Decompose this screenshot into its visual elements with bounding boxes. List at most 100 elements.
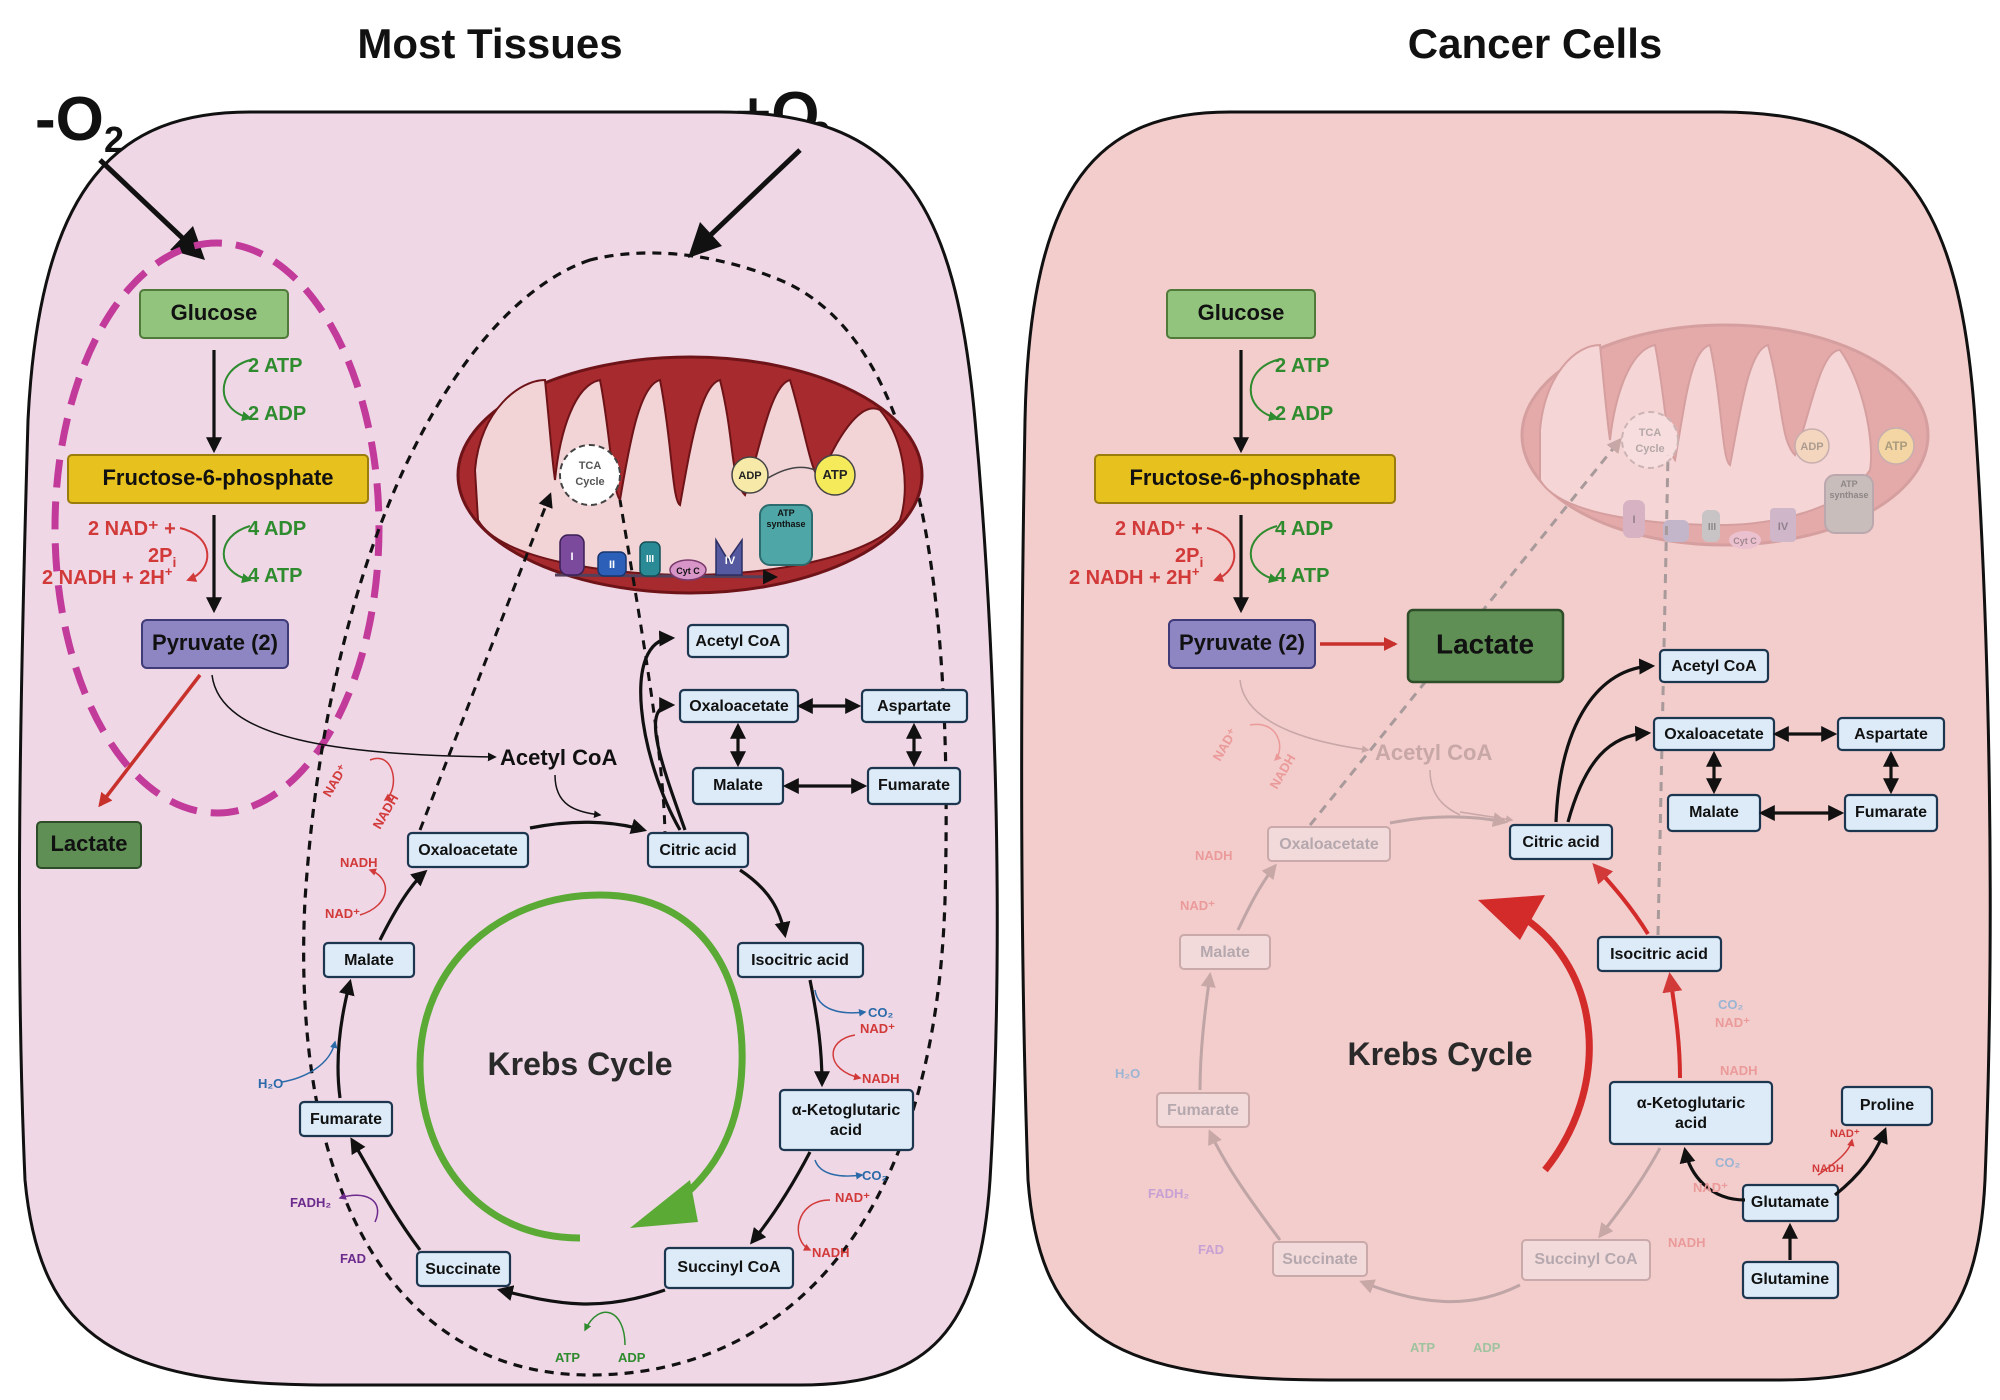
atp-in-label: 2 ATP: [248, 355, 302, 377]
svg-text:Glutamine: Glutamine: [1751, 1271, 1829, 1288]
cancer-f6p-box: Fructose-6-phosphate: [1094, 454, 1396, 504]
svg-text:synthase: synthase: [1829, 490, 1868, 500]
acetyl-coa-top-box: Acetyl CoA: [686, 623, 790, 659]
atp-out-label: 4 ATP: [248, 565, 302, 587]
succinate-to-fumarate-arrow: [350, 1137, 422, 1251]
cancer-lactate-box: Lactate: [1406, 608, 1565, 684]
cancer-nad-akg-label: NAD⁺: [1693, 1180, 1728, 1195]
svg-text:Citric acid: Citric acid: [1522, 834, 1599, 851]
cancer-nadh-malate-label: NADH: [1195, 848, 1233, 863]
plus-oxygen-arrow: [698, 148, 802, 247]
svg-text:II: II: [609, 559, 615, 571]
cancer-nad-label: 2 NAD⁺ +: [1115, 518, 1203, 540]
cancer-citric-acid-box: Citric acid: [1508, 823, 1614, 861]
svg-text:ATP: ATP: [777, 508, 794, 518]
svg-text:-O: -O: [35, 85, 104, 154]
oxaloacetate-box: Oxaloacetate: [406, 831, 530, 869]
cancer-malate-aux-box: Malate: [1666, 793, 1762, 833]
cancer-pyruvate-box: Pyruvate (2): [1168, 619, 1316, 669]
cancer-adp-out-label: 2 ADP: [1275, 403, 1333, 425]
malate-box: Malate: [322, 941, 416, 979]
svg-text:Malate: Malate: [344, 952, 394, 969]
proline-nadh-label: NADH: [1812, 1163, 1844, 1175]
svg-text:Succinate: Succinate: [425, 1261, 501, 1278]
citric-to-isocitric-arrow: [739, 868, 791, 939]
glycolysis-boundary: [51, 239, 383, 817]
nad-reduction-arrow: [179, 527, 209, 582]
svg-text:Cyt C: Cyt C: [1733, 536, 1757, 546]
svg-text:Cycle: Cycle: [575, 476, 604, 488]
fad-label: FAD: [340, 1251, 366, 1266]
cancer-oxaloacetate-aux-box: Oxaloacetate: [1652, 716, 1776, 752]
nadh-malate-label: NADH: [340, 855, 378, 870]
proline-nad-label: NAD⁺: [1830, 1128, 1860, 1140]
svg-text:α-Ketoglutaric: α-Ketoglutaric: [1637, 1095, 1746, 1112]
cancer-h2o-label: H₂O: [1115, 1066, 1140, 1081]
cancer-co2-iso-label: CO₂: [1718, 997, 1744, 1012]
atp-succinyl-label: ATP: [555, 1350, 580, 1365]
malate-to-oaa-arrow: [378, 869, 428, 941]
co2-akg-label: CO₂: [862, 1168, 888, 1183]
svg-text:IV: IV: [725, 555, 736, 567]
cancer-adp-in-label: 4 ADP: [1275, 518, 1333, 540]
svg-text:Glutamate: Glutamate: [1751, 1194, 1829, 1211]
cancer-akg-to-isocitric-arrow: [1662, 972, 1683, 1079]
cancer-pi-label: 2Pi: [1175, 545, 1203, 570]
krebs-cycle-arrow: [416, 891, 746, 1242]
svg-text:Acetyl CoA: Acetyl CoA: [695, 633, 781, 650]
cancer-isocitric-to-citric-arrow: [1592, 863, 1650, 936]
isocitric-acid-box: Isocitric acid: [736, 941, 865, 979]
glutamate-to-proline-arrow: [1834, 1127, 1888, 1197]
cancer-krebs-reverse-arrow: [1518, 912, 1593, 1173]
citric-to-oaa-arrow: [653, 697, 687, 831]
svg-text:Lactate: Lactate: [1436, 628, 1534, 659]
fumarate-aux-box: Fumarate: [866, 766, 962, 806]
lactate-box: Lactate: [36, 821, 142, 869]
svg-text:Oxaloacetate: Oxaloacetate: [689, 698, 789, 715]
svg-text:Glucose: Glucose: [171, 300, 258, 325]
svg-text:Malate: Malate: [1200, 944, 1250, 961]
cancer-fumarate-aux-box: Fumarate: [1843, 793, 1939, 833]
co2-isocitric-label: CO₂: [868, 1005, 894, 1020]
svg-text:Aspartate: Aspartate: [1854, 726, 1928, 743]
svg-text:ATP: ATP: [822, 467, 847, 482]
atp-produce-arrow: [222, 525, 252, 584]
adp-out-label: 2 ADP: [248, 403, 306, 425]
cancer-fadh2-label: FADH₂: [1148, 1186, 1189, 1201]
right-title: Cancer Cells: [1408, 20, 1662, 67]
cancer-nadh-akg-label: NADH: [1668, 1235, 1706, 1250]
svg-text:Oxaloacetate: Oxaloacetate: [1279, 836, 1379, 853]
svg-text:Cyt C: Cyt C: [676, 566, 700, 576]
h2o-label: H₂O: [258, 1076, 283, 1091]
citric-to-acetylcoa-arrow: [639, 630, 682, 831]
faded-mitochondrion: [1520, 323, 1930, 549]
cancer-fumarate-faded: Fumarate: [1156, 1092, 1250, 1128]
succinyl-coa-box: Succinyl CoA: [663, 1246, 795, 1290]
minus-oxygen-label: -O 2: [35, 85, 124, 160]
svg-text:Glucose: Glucose: [1198, 300, 1285, 325]
svg-text:TCA: TCA: [1639, 427, 1662, 439]
cancer-krebs-cycle-label: Krebs Cycle: [1348, 1036, 1533, 1072]
cancer-succinyl-faded: Succinyl CoA: [1521, 1239, 1651, 1281]
svg-text:Citric acid: Citric acid: [659, 842, 736, 859]
svg-text:Lactate: Lactate: [50, 831, 127, 856]
svg-text:Fumarate: Fumarate: [310, 1111, 382, 1128]
svg-text:acid: acid: [830, 1122, 862, 1139]
svg-text:Fructose-6-phosphate: Fructose-6-phosphate: [1129, 465, 1360, 490]
svg-text:Acetyl CoA: Acetyl CoA: [1671, 658, 1757, 675]
nad-label: 2 NAD⁺ +: [88, 518, 176, 540]
svg-text:Fumarate: Fumarate: [1855, 804, 1927, 821]
cancer-malate-faded: Malate: [1179, 934, 1271, 970]
svg-text:Pyruvate (2): Pyruvate (2): [152, 630, 278, 655]
cancer-co2-akg-label: CO₂: [1715, 1155, 1741, 1170]
adp-in-label: 4 ADP: [248, 518, 306, 540]
fadh2-label: FADH₂: [290, 1195, 331, 1210]
svg-text:Isocitric acid: Isocitric acid: [751, 952, 849, 969]
svg-text:Fumarate: Fumarate: [878, 777, 950, 794]
svg-text:Malate: Malate: [713, 777, 763, 794]
svg-text:Pyruvate (2): Pyruvate (2): [1179, 630, 1305, 655]
adp-succinyl-label: ADP: [618, 1350, 646, 1365]
krebs-cycle-label: Krebs Cycle: [488, 1046, 673, 1082]
nadh-label: 2 NADH + 2H+: [42, 564, 173, 589]
svg-text:Oxaloacetate: Oxaloacetate: [418, 842, 518, 859]
